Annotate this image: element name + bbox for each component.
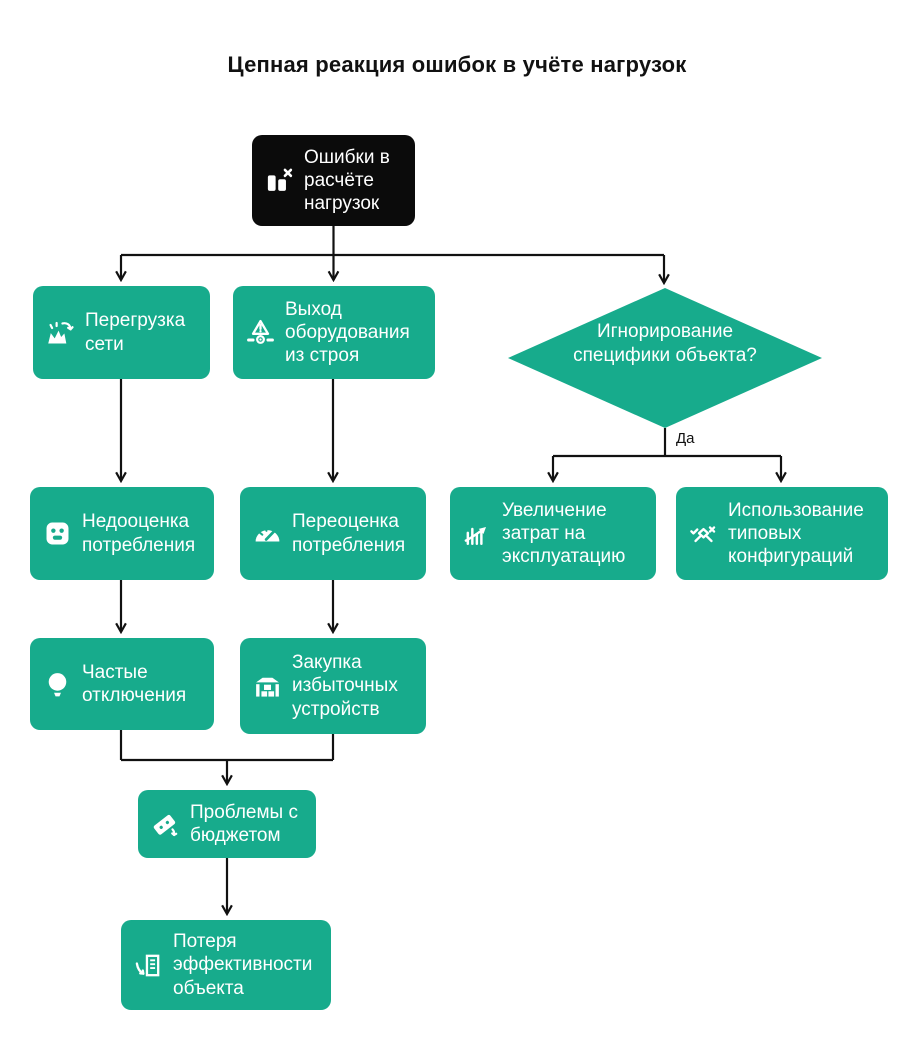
node-consumption-overestimate: Переоценка потребления [240,487,426,580]
node-label: Выход оборудования из строя [285,298,410,367]
node-load-calculation-errors: Ошибки в расчёте нагрузок [252,135,415,226]
outlet-icon [46,522,69,545]
node-network-overload: Перегрузка сети [33,286,210,379]
building-decline-icon [135,954,160,976]
node-typical-configurations: Использование типовых конфигураций [676,487,888,580]
decision-diamond-shape [508,288,822,428]
rising-costs-icon [464,527,487,546]
power-surge-icon [48,321,74,344]
warehouse-icon [256,677,279,697]
node-operating-costs-increase: Увеличение затрат на эксплуатацию [450,487,656,580]
node-decision-label: Игнорирование специфики объекта? [573,321,757,367]
node-label: Проблемы с бюджетом [190,801,298,846]
node-label: Переоценка потребления [292,511,406,556]
node-excess-devices-purchase: Закупка избыточных устройств [240,638,426,734]
node-label: Увеличение затрат на эксплуатацию [502,499,626,568]
node-label: Ошибки в расчёте нагрузок [304,146,390,215]
config-check-icon [690,526,716,543]
equipment-warning-icon [247,319,274,344]
node-budget-problems: Проблемы с бюджетом [138,790,316,858]
node-label: Недооценка потребления [82,511,196,556]
node-equipment-failure: Выход оборудования из строя [233,286,435,379]
lightbulb-icon [48,672,67,696]
page-title: Цепная реакция ошибок в учёте нагрузок [227,52,687,77]
node-label: Закупка избыточных устройств [292,652,398,720]
banknote-icon [153,814,178,836]
node-efficiency-loss: Потеря эффективности объекта [121,920,331,1010]
node-label: Использование типовых конфигураций [728,499,864,568]
node-label: Потеря эффективности объекта [173,931,313,999]
node-label: Частые отключения [82,661,187,706]
bars-error-icon [267,168,293,191]
node-label: Перегрузка сети [85,310,186,355]
gauge-icon [255,527,280,542]
node-frequent-outages: Частые отключения [30,638,214,730]
yes-branch-label: Да [676,430,695,447]
node-consumption-underestimate: Недооценка потребления [30,487,214,580]
